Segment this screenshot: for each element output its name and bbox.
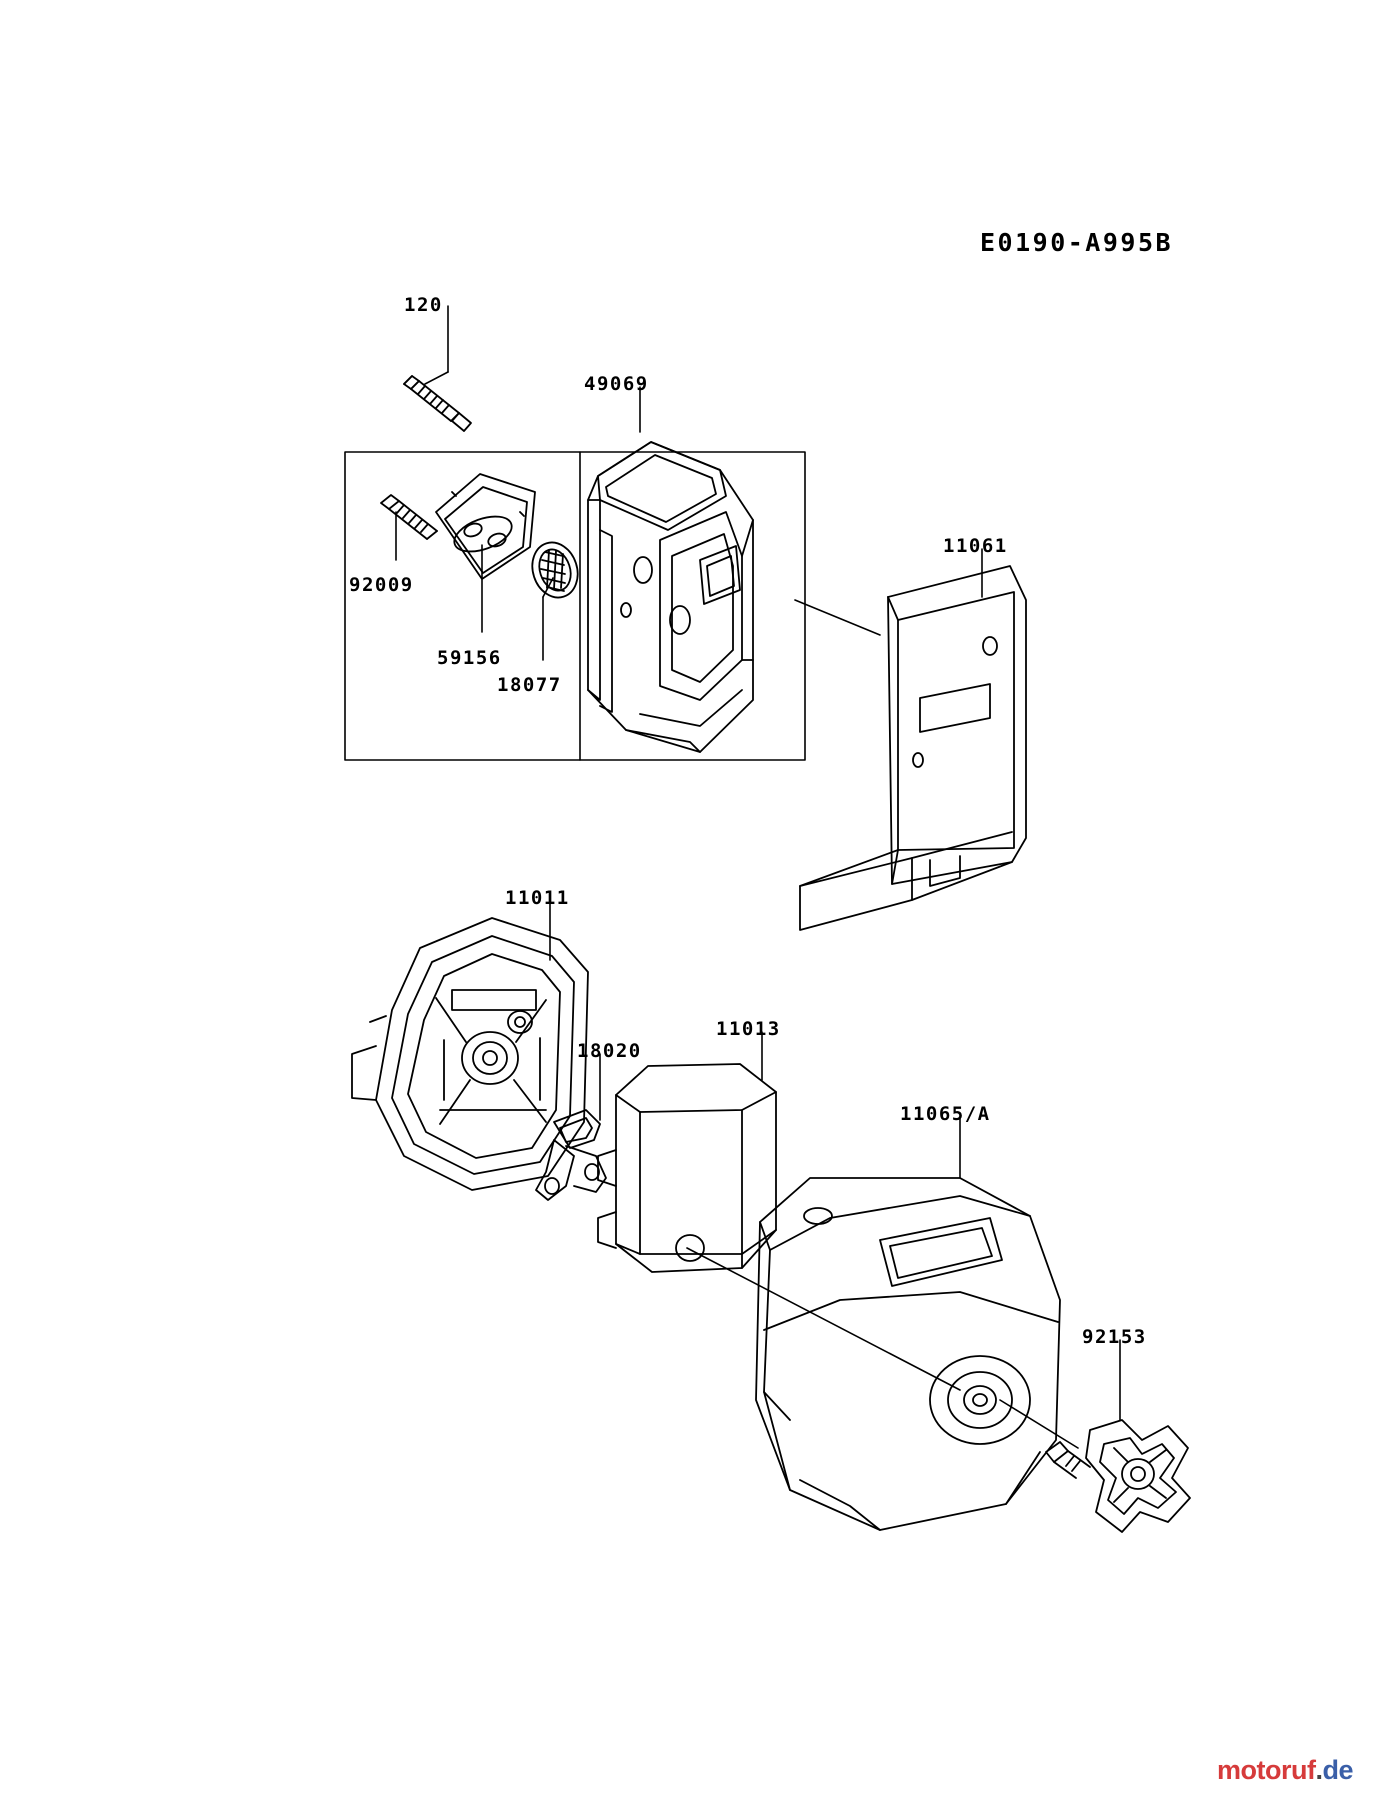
watermark-brand: motoruf bbox=[1216, 1755, 1316, 1785]
watermark-dot: . bbox=[1315, 1755, 1323, 1785]
label-11011: 11011 bbox=[505, 887, 570, 909]
label-18077: 18077 bbox=[497, 674, 562, 696]
label-49069: 49069 bbox=[584, 373, 649, 395]
watermark: motoruf.de bbox=[1216, 1755, 1354, 1786]
assembly-bracket bbox=[344, 451, 806, 761]
part-59156-gasket bbox=[435, 473, 536, 580]
leader-lines bbox=[395, 305, 1121, 1449]
part-18077-screen bbox=[531, 541, 579, 599]
label-18020: 18020 bbox=[577, 1040, 642, 1062]
part-11061-heat-shield bbox=[799, 565, 1027, 931]
label-11013: 11013 bbox=[716, 1018, 781, 1040]
part-11065-cover bbox=[755, 1177, 1061, 1531]
part-92009-screw bbox=[380, 494, 438, 540]
label-59156: 59156 bbox=[437, 647, 502, 669]
watermark-tld: de bbox=[1322, 1755, 1353, 1785]
part-11013-element bbox=[597, 1063, 777, 1273]
part-49069-muffler bbox=[587, 441, 754, 753]
part-18020-bracket bbox=[535, 1109, 607, 1201]
part-120-bolt bbox=[403, 375, 472, 432]
label-11065-a: 11065/A bbox=[900, 1103, 991, 1125]
diagram-code: E0190-A995B bbox=[980, 228, 1174, 257]
label-11061: 11061 bbox=[943, 535, 1008, 557]
label-92009: 92009 bbox=[349, 574, 414, 596]
part-92153-knob bbox=[1045, 1419, 1191, 1533]
label-92153: 92153 bbox=[1082, 1326, 1147, 1348]
label-120: 120 bbox=[404, 294, 443, 316]
